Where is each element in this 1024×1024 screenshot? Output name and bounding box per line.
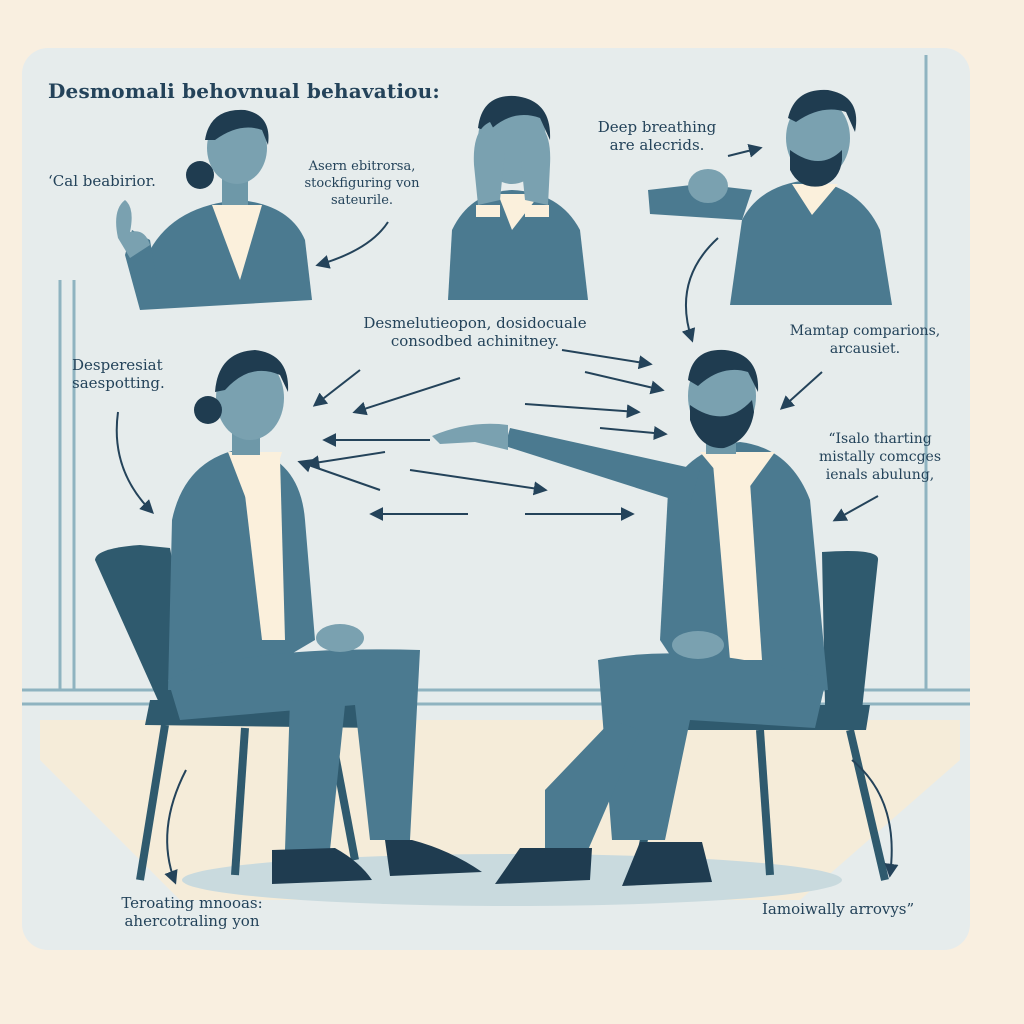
floor <box>40 720 960 900</box>
arrow-breathing-to-man <box>727 143 763 158</box>
arrow-exchange-9 <box>297 459 381 491</box>
arrow-terminating <box>164 769 187 885</box>
man-hands-on-face-figure <box>448 95 588 300</box>
label-maintain: Mamtap comparions, arcausiet. <box>789 323 941 357</box>
arrow-emotionally <box>851 759 899 878</box>
label-call-behavior: ‘Cal beabirior. <box>48 172 156 190</box>
arrow-exchange-3 <box>561 349 653 370</box>
arrow-exchange-5 <box>524 403 641 419</box>
annotation-arrows <box>115 143 899 885</box>
arrow-maintain <box>779 371 823 410</box>
label-emotionally: Iamoiwally arrovys” <box>762 900 915 918</box>
arrow-exchange-2 <box>352 377 461 416</box>
woman-gesturing-figure <box>116 109 312 310</box>
seated-woman-figure <box>168 350 482 884</box>
arrow-assert-to-woman <box>315 221 389 269</box>
label-talk-through: “Isalo tharting mistally comcges ienals … <box>818 431 942 483</box>
arrow-exchange-1 <box>312 369 361 407</box>
arrow-desperate <box>115 411 154 514</box>
arrow-exchange-8 <box>305 451 386 470</box>
label-demonstration: Desmelutieopon, dosidocuale consodbed ac… <box>363 314 587 350</box>
label-assert: Asern ebitrorsa, stockfiguring von sateu… <box>304 159 420 208</box>
arrow-talk <box>832 495 879 522</box>
man-deep-breathing-figure <box>648 89 892 305</box>
arrow-breathing-down <box>681 237 719 343</box>
arrow-exchange-7 <box>599 426 668 440</box>
seated-man-figure <box>432 349 828 886</box>
label-desperate: Desperesiat saespotting. <box>72 356 165 392</box>
arrow-exchange-4 <box>584 371 665 395</box>
arrow-exchange-10 <box>409 469 548 496</box>
label-deep-breathing: Deep breathing are alecrids. <box>597 118 717 154</box>
label-terminating: Teroating mnooas: ahercotraling yon <box>121 894 263 930</box>
diagram-title: Desmomali behovnual behavatiou: <box>48 79 441 103</box>
